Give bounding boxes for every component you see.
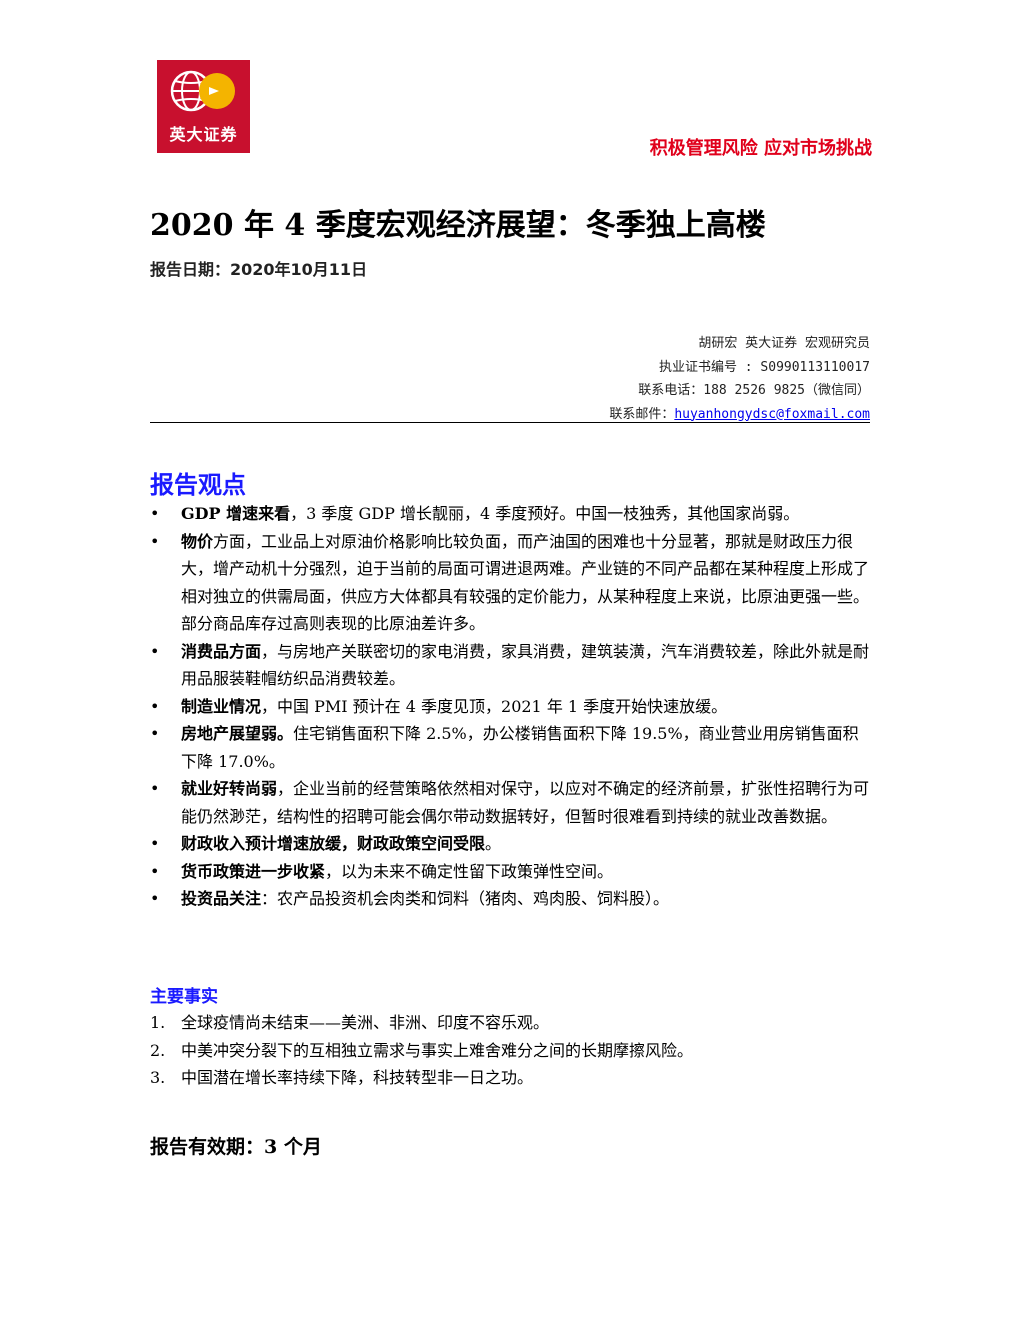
logo-text: 英大证券 <box>169 125 238 144</box>
bullet-text: 。 <box>485 834 502 853</box>
license-line: 执业证书编号 : S0990113110017 <box>658 359 870 375</box>
fact-text: 全球疫情尚未结束——美洲、非洲、印度不容乐观。 <box>181 1013 550 1032</box>
facts-title: 主要事实 <box>150 987 218 1007</box>
list-item: 消费品方面，与房地产关联密切的家电消费，家具消费，建筑装潢，汽车消费较差，除此外… <box>150 638 870 693</box>
fact-text: 中国潜在增长率持续下降，科技转型非一日之功。 <box>181 1068 534 1087</box>
bullet-lead: 就业好转尚弱 <box>181 779 278 798</box>
globe-logo-icon <box>170 70 235 112</box>
report-date: 报告日期：2020年10月11日 <box>150 260 368 279</box>
phone-line: 联系电话：188 2526 9825（微信同） <box>638 383 870 398</box>
section-title: 报告观点 <box>150 471 246 499</box>
author-name-line: 胡研宏 英大证券 宏观研究员 <box>698 336 870 351</box>
bullet-text: 住宅销售面积下降 2.5%，办公楼销售面积下降 19.5%，商业营业用房销售面积… <box>181 724 859 771</box>
list-item: 投资品关注：农产品投资机会肉类和饲料（猪肉、鸡肉股、饲料股）。 <box>150 885 870 913</box>
email-label: 联系邮件： <box>609 406 675 422</box>
list-item: 财政收入预计增速放缓，财政政策空间受限。 <box>150 830 870 858</box>
bullet-text: ，与房地产关联密切的家电消费，家具消费，建筑装潢，汽车消费较差，除此外就是耐用品… <box>181 641 870 689</box>
fact-text: 中美冲突分裂下的互相独立需求与事实上难舍难分之间的长期摩擦风险。 <box>181 1040 694 1060</box>
bullet-lead: 制造业情况 <box>181 696 262 716</box>
bullet-text: ，以为未来不确定性留下政策弹性空间。 <box>325 861 614 881</box>
divider <box>150 422 870 423</box>
bullet-lead: 房地产展望弱。 <box>181 724 294 743</box>
bullet-lead: 财政收入预计增速放缓，财政政策空间受限 <box>181 834 486 853</box>
list-item: 就业好转尚弱，企业当前的经营策略依然相对保守，以应对不确定的经济前景，扩张性招聘… <box>150 775 870 830</box>
list-item: 物价方面，工业品上对原油价格影响比较负面，而产油国的困难也十分显著，那就是财政压… <box>150 528 870 638</box>
bullet-lead: 货币政策进一步收紧 <box>181 861 326 881</box>
bullet-text: ：农产品投资机会肉类和饲料（猪肉、鸡肉股、饲料股）。 <box>261 889 670 908</box>
bullet-text: ，企业当前的经营策略依然相对保守，以应对不确定的经济前景，扩张性招聘行为可能仍然… <box>181 779 870 826</box>
bullet-lead: 物价 <box>181 531 214 551</box>
email-line: 联系邮件：huyanhongydsc@foxmail.com <box>609 403 870 427</box>
viewpoint-list: GDP 增速来看，3 季度 GDP 增长靓丽，4 季度预好。中国一枝独秀，其他国… <box>150 500 870 913</box>
facts-list: 1. 全球疫情尚未结束——美洲、非洲、印度不容乐观。 2. 中美冲突分裂下的互相独立… <box>150 1009 870 1092</box>
bullet-lead: GDP 增速来看 <box>181 504 291 523</box>
list-item: 货币政策进一步收紧，以为未来不确定性留下政策弹性空间。 <box>150 858 870 886</box>
list-item: GDP 增速来看，3 季度 GDP 增长靓丽，4 季度预好。中国一枝独秀，其他国… <box>150 500 870 528</box>
email-link[interactable]: huyanhongydsc@foxmail.com <box>674 406 870 422</box>
slogan: 积极管理风险 应对市场挑战 <box>649 138 872 159</box>
list-item: 房地产展望弱。住宅销售面积下降 2.5%，办公楼销售面积下降 19.5%，商业营… <box>150 720 870 775</box>
list-item: 制造业情况，中国 PMI 预计在 4 季度见顶，2021 年 1 季度开始快速放… <box>150 693 870 721</box>
bullet-lead: 投资品关注 <box>181 889 262 908</box>
bullet-text: ，3 季度 GDP 增长靓丽，4 季度预好。中国一枝独秀，其他国家尚弱。 <box>290 504 800 523</box>
bullet-text: 方面，工业品上对原油价格影响比较负面，而产油国的困难也十分显著，那就是财政压力很… <box>181 531 870 634</box>
bullet-text: ，中国 PMI 预计在 4 季度见顶，2021 年 1 季度开始快速放缓。 <box>261 696 728 716</box>
item-number: 2. <box>150 1040 166 1060</box>
report-title: 2020 年 4 季度宏观经济展望：冬季独上高楼 <box>150 208 766 243</box>
item-number: 1. <box>150 1013 166 1032</box>
company-logo: 英大证券 <box>157 60 250 153</box>
list-item: 3. 中国潜在增长率持续下降，科技转型非一日之功。 <box>150 1064 870 1092</box>
item-number: 3. <box>150 1068 166 1087</box>
bullet-lead: 消费品方面 <box>181 641 262 661</box>
author-block: 胡研宏 英大证券 宏观研究员 执业证书编号 : S0990113110017 联… <box>609 332 870 426</box>
list-item: 1. 全球疫情尚未结束——美洲、非洲、印度不容乐观。 <box>150 1009 870 1037</box>
list-item: 2. 中美冲突分裂下的互相独立需求与事实上难舍难分之间的长期摩擦风险。 <box>150 1037 870 1065</box>
report-validity: 报告有效期：3 个月 <box>150 1136 322 1158</box>
